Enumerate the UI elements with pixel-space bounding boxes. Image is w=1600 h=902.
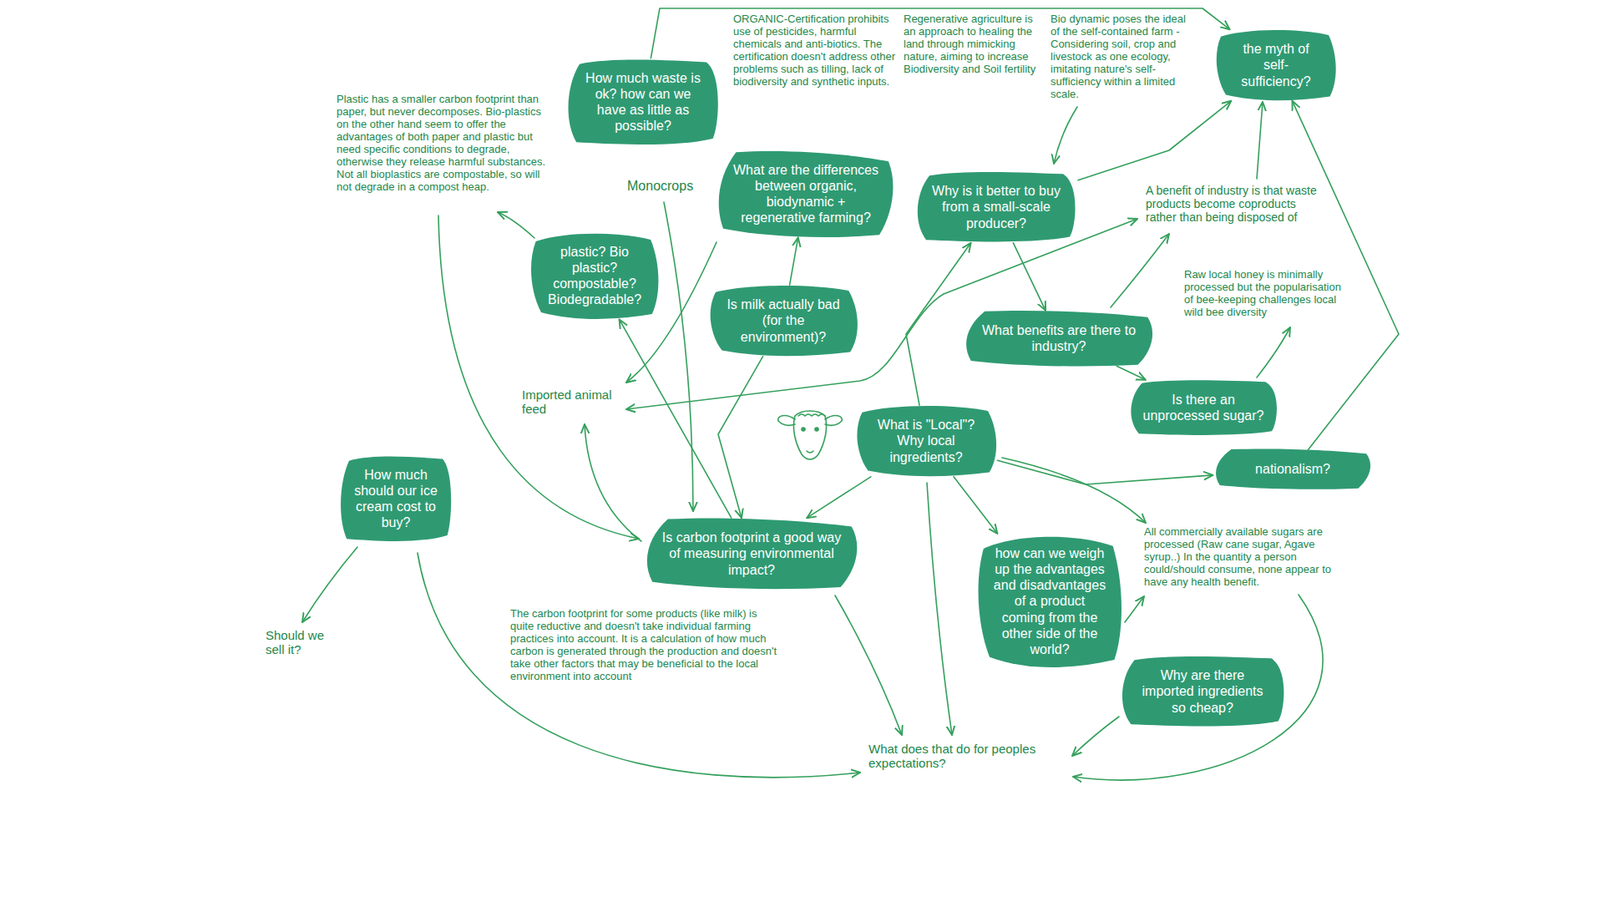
- question-blob: nationalism?: [1211, 447, 1375, 491]
- question-blob: Is carbon footprint a good way of measur…: [641, 516, 863, 592]
- note-text: Regenerative agriculture is an approach …: [903, 13, 1042, 76]
- leader-line: [1072, 716, 1119, 756]
- note-text: The carbon footprint for some products (…: [510, 607, 778, 684]
- node-text: how can we weigh up the advantages and d…: [991, 545, 1109, 658]
- leader-line: [835, 595, 902, 735]
- node-text: plastic? Bio plastic? compostable? Biode…: [544, 243, 645, 309]
- question-blob: How much waste is ok? how can we have as…: [563, 56, 723, 148]
- sheep-illustration: [778, 410, 843, 460]
- leader-line: [1256, 101, 1263, 179]
- connector-arrow: [806, 476, 871, 518]
- question-blob: Is there an unprocessed sugar?: [1126, 378, 1282, 437]
- note-text: ORGANIC-Certification prohibits use of p…: [733, 13, 897, 89]
- connector-arrow: [997, 460, 1214, 485]
- question-blob: What is "Local"? Why local ingredients?: [853, 403, 1000, 479]
- node-text: How much waste is ok? how can we have as…: [580, 70, 706, 135]
- connector-arrow: [1012, 243, 1046, 311]
- question-blob: What are the differences between organic…: [713, 148, 898, 240]
- blob-shape: [961, 308, 1158, 368]
- question-blob: Is milk actually bad (for the environmen…: [706, 283, 861, 359]
- note-text: Monocrops: [627, 178, 711, 194]
- note-text: Raw local honey is minimally processed b…: [1184, 268, 1347, 319]
- connector-arrow: [906, 243, 972, 406]
- question-blob: Why are there imported ingredients so ch…: [1117, 653, 1289, 730]
- leader-line: [1256, 327, 1291, 378]
- note-text: Imported animal feed: [521, 387, 627, 417]
- node-text: Is carbon footprint a good way of measur…: [658, 529, 846, 578]
- leader-line: [584, 424, 642, 542]
- node-text: Is milk actually bad (for the environmen…: [723, 296, 845, 345]
- blob-shape: [563, 56, 723, 148]
- blob-shape: [337, 453, 455, 545]
- leader-line: [926, 482, 952, 735]
- note-text: A benefit of industry is that waste prod…: [1145, 183, 1323, 224]
- note-text: All commercially available sugars are pr…: [1144, 526, 1353, 589]
- node-text: What is "Local"? Why local ingredients?: [870, 416, 983, 466]
- node-text: nationalism?: [1228, 460, 1358, 477]
- node-text: the myth of self-sufficiency?: [1230, 40, 1322, 90]
- question-blob: plastic? Bio plastic? compostable? Biode…: [527, 230, 662, 322]
- question-blob: What benefits are there to industry?: [961, 308, 1158, 368]
- node-text: How much should our ice cream cost to bu…: [354, 466, 438, 532]
- blob-shape: [713, 148, 898, 240]
- leader-line: [663, 202, 694, 512]
- question-blob: how can we weigh up the advantages and d…: [974, 531, 1125, 671]
- leader-line: [497, 212, 535, 238]
- question-blob: How much should our ice cream cost to bu…: [337, 453, 455, 545]
- node-text: What benefits are there to industry?: [977, 322, 1141, 355]
- blob-shape: [1126, 378, 1282, 437]
- node-text: Why is it better to buy from a small-sca…: [929, 182, 1064, 232]
- leader-line: [1053, 106, 1078, 164]
- blob-shape: [527, 230, 662, 322]
- connector-arrow: [1116, 365, 1146, 380]
- leader-line: [302, 546, 358, 623]
- note-text: What does that do for peoples expectatio…: [868, 741, 1069, 771]
- node-text: Why are there imported ingredients so ch…: [1134, 667, 1272, 716]
- note-text: Should we sell it?: [265, 627, 345, 658]
- question-blob: Why is it better to buy from a small-sca…: [912, 169, 1080, 245]
- connector-arrow: [619, 318, 732, 518]
- connector-arrow: [953, 476, 998, 534]
- node-text: What are the differences between organic…: [730, 162, 882, 227]
- note-text: Plastic has a smaller carbon footprint t…: [336, 93, 546, 194]
- connector-arrow: [718, 356, 764, 518]
- question-blob: the myth of self-sufficiency?: [1213, 27, 1339, 103]
- node-text: Is there an unprocessed sugar?: [1143, 391, 1265, 424]
- note-text: Bio dynamic poses the ideal of the self-…: [1050, 13, 1195, 102]
- leader-line: [1110, 233, 1170, 308]
- leader-line: [1124, 596, 1145, 623]
- connector-arrow: [1078, 101, 1231, 181]
- connector-arrow: [789, 237, 799, 285]
